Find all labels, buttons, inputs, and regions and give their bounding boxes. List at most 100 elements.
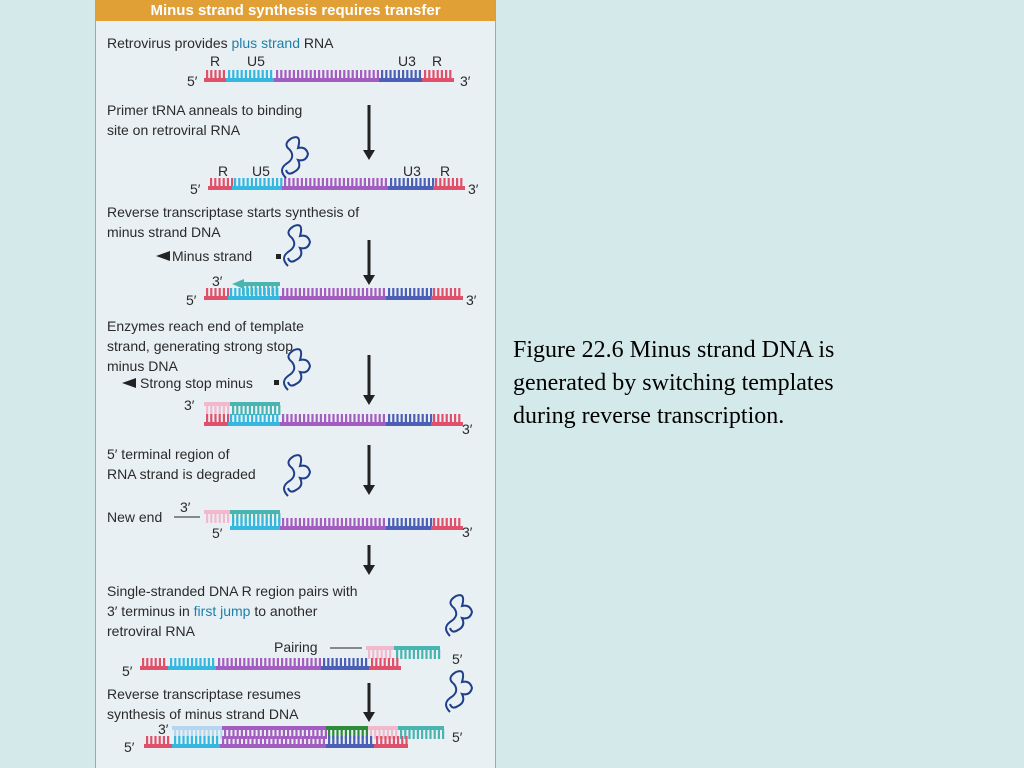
resumed-dna-middle-tooth — [266, 729, 269, 739]
strand5-seg-u5-tooth — [278, 518, 281, 528]
strand5-seg-u5-tooth — [269, 518, 272, 528]
strand2-seg-middle-tooth — [292, 178, 295, 188]
strand4-seg-r-tooth — [449, 414, 452, 424]
strand3-seg-middle-tooth — [382, 288, 385, 298]
strand3-seg-middle-tooth — [357, 288, 360, 298]
trna-primer-6 — [445, 594, 474, 637]
strand4-seg-r-tooth — [222, 414, 225, 424]
strand6-seg-r-tooth — [142, 658, 145, 668]
strand4-seg-r-tooth — [218, 414, 221, 424]
strand5-seg-middle-tooth — [324, 518, 327, 528]
strand1-seg-u5-tooth — [228, 70, 231, 80]
strand4-seg-u5-tooth — [234, 414, 237, 424]
resumed-dna-middle-tooth — [240, 729, 243, 739]
strand2-seg-r-tooth — [222, 178, 225, 188]
strand6-seg-r — [140, 658, 168, 670]
trna-primer-5 — [283, 454, 312, 497]
strand4-seg-u5-tooth — [238, 414, 241, 424]
strand6-seg-u5-tooth — [178, 658, 181, 668]
label-u5-left-2: U5 — [252, 163, 270, 179]
strand3-seg-r-tooth — [458, 288, 461, 298]
strand7-seg-u3-tooth — [336, 736, 339, 746]
jump-r-part — [366, 646, 394, 659]
arrow1 — [363, 105, 375, 160]
strand7-seg-u5-tooth — [195, 736, 198, 746]
resumed-dna-pale-tooth — [203, 729, 206, 739]
strand1-seg-u5-tooth — [236, 70, 239, 80]
label-r-left: R — [210, 53, 220, 69]
trna-primer-6-loop — [445, 594, 474, 637]
strand2-seg-middle-tooth — [284, 178, 287, 188]
strand4-seg-middle-tooth — [311, 414, 314, 424]
strand6-seg-middle-tooth — [310, 658, 313, 668]
strand2-seg-middle-tooth — [300, 178, 303, 188]
strand4-seg-middle-tooth — [370, 414, 373, 424]
strand1-seg-middle-tooth — [301, 70, 304, 80]
strand1-seg-u3-tooth — [397, 70, 400, 80]
strand7-seg-middle-tooth — [243, 736, 246, 746]
strand1-seg-r-tooth — [445, 70, 448, 80]
arrow4 — [363, 445, 375, 495]
strand3-seg-u3-tooth — [421, 288, 424, 298]
label-5prime-7: 5′ — [124, 739, 135, 755]
resumed-dna-middle-tooth — [295, 729, 298, 739]
strand5-seg-u5-tooth — [257, 518, 260, 528]
strand1-seg-middle-tooth — [313, 70, 316, 80]
resumed-dna-pale-tooth — [211, 729, 214, 739]
strong-stop-u5-part-backbone — [230, 402, 280, 406]
strand3-seg-middle-tooth — [315, 288, 318, 298]
strand7-seg-middle-tooth — [226, 736, 229, 746]
label-3prime-strong: 3′ — [184, 397, 195, 413]
strand5-seg-u3-tooth — [430, 518, 433, 528]
strand7-seg-middle-tooth — [268, 736, 271, 746]
strand7-seg-r-tooth — [384, 736, 387, 746]
strand6-seg-u5-tooth — [182, 658, 185, 668]
strand4-seg-middle-tooth — [336, 414, 339, 424]
strand5-seg-r-tooth — [454, 518, 457, 528]
strand3-seg-middle-tooth — [298, 288, 301, 298]
strand7-seg-middle-tooth — [272, 736, 275, 746]
strand3-seg-r — [431, 288, 463, 300]
strand1-seg-u5-tooth — [240, 70, 243, 80]
resumed-dna-r-tooth — [395, 729, 398, 739]
resumed-dna-middle-tooth — [316, 729, 319, 739]
strand7-seg-middle-tooth — [285, 736, 288, 746]
strand6-seg-r-tooth — [371, 658, 374, 668]
strand4-seg-r-tooth — [458, 414, 461, 424]
strand4-seg-r-tooth — [210, 414, 213, 424]
resumed-dna-green-tooth — [361, 729, 364, 739]
strand7-seg-u3-tooth — [361, 736, 364, 746]
strand6-seg-r-tooth — [392, 658, 395, 668]
strand3-seg-middle-tooth — [370, 288, 373, 298]
arrow6 — [363, 683, 375, 722]
strand1-seg-r — [422, 70, 454, 82]
strand6-seg-middle-tooth — [234, 658, 237, 668]
trna-primer-7 — [445, 670, 474, 713]
strand4-seg-u3-tooth — [413, 414, 416, 424]
strong-stop-r-part-tooth — [222, 405, 225, 415]
strand7-seg-r-backbone — [374, 744, 408, 748]
jump-u5-part-tooth — [421, 649, 424, 659]
strand5-seg-u5-tooth — [232, 518, 235, 528]
strand5-seg-middle-tooth — [353, 518, 356, 528]
strand2-seg-middle-tooth — [363, 178, 366, 188]
resumed-dna-u5 — [398, 726, 445, 739]
resumed-dna-u5-tooth — [416, 729, 419, 739]
label-r-right: R — [432, 53, 442, 69]
strand1-seg-middle — [274, 70, 379, 82]
strand3-seg-u5-tooth — [255, 288, 258, 298]
strong-stop-u5-part-tooth — [274, 405, 277, 415]
strand6-seg-u5-tooth — [212, 658, 215, 668]
strand1-seg-u5-tooth — [257, 70, 260, 80]
strand7-seg-r-tooth — [388, 736, 391, 746]
strand2-seg-r — [208, 178, 234, 190]
strand2-seg-middle-tooth — [330, 178, 333, 188]
strand3-seg-middle — [280, 288, 386, 300]
strand2-seg-u5-tooth — [246, 178, 249, 188]
strand6-seg-middle-tooth — [293, 658, 296, 668]
strand5-seg-middle-tooth — [340, 518, 343, 528]
strand1-seg-r-tooth — [206, 70, 209, 80]
jump-u5-part-tooth — [404, 649, 407, 659]
strand2-seg-u5-tooth — [250, 178, 253, 188]
